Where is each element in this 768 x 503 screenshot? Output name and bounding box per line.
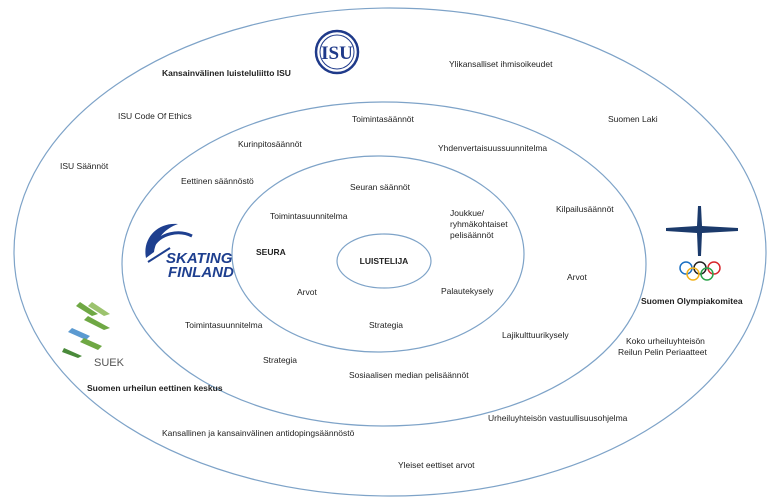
label-middle-strategy: Strategia [263,355,298,365]
middle-ring [121,101,647,427]
label-isu-rules: ISU Säännöt [60,161,109,171]
label-middle-action-plan: Toimintasuunnitelma [185,320,263,330]
label-culture-survey: Lajikulttuurikysely [502,330,569,340]
label-olympic-committee: Suomen Olympiakomitea [641,296,743,306]
label-isu: Kansainvälinen luisteluliitto ISU [162,68,291,78]
label-equality: Yhdenvertaisuussuunnitelma [438,143,548,153]
label-code-of-ethics: ISU Code Of Ethics [118,111,192,121]
skating-finland-logo: SKATING FINLAND [140,218,236,282]
label-inner-values: Arvot [297,287,317,297]
skating-finland-line2: FINLAND [168,264,234,281]
olympic-cross-logo [664,204,740,284]
label-finnish-law: Suomen Laki [608,114,658,124]
label-ethics-values: Yleiset eettiset arvot [398,460,475,470]
label-team-rules-2: ryhmäkohtaiset [450,219,508,229]
label-feedback: Palautekysely [441,286,494,296]
skating-finland-line1: SKATING [166,250,233,267]
label-team-rules-1: Joukkue/ [450,208,485,218]
label-middle-values: Arvot [567,272,587,282]
label-fair-play-1: Koko urheiluyhteisön [626,336,705,346]
suek-logo-text: SUEK [94,357,125,369]
label-human-rights: Ylikansalliset ihmisoikeudet [449,59,553,69]
label-discipline: Kurinpitosäännöt [238,139,302,149]
outer-ring [13,7,767,497]
label-inner-strategy: Strategia [369,320,404,330]
core-ring [336,233,432,289]
label-competition-rules: Kilpailusäännöt [556,204,614,214]
label-ethical-code: Eettinen säännöstö [181,176,254,186]
label-responsibility: Urheiluyhteisön vastuullisuusohjelma [488,413,628,423]
suek-logo: SUEK [62,298,128,370]
label-fair-play-2: Reilun Pelin Periaatteet [618,347,707,357]
label-inner-action-plan: Toimintasuunnitelma [270,211,348,221]
label-club-rules: Seuran säännöt [350,182,411,192]
label-operating-rules: Toimintasäännöt [352,114,414,124]
isu-logo-text: ISU [321,43,353,64]
label-club: SEURA [256,247,286,257]
inner-ring [231,155,525,353]
label-suek: Suomen urheilun eettinen keskus [87,383,223,393]
label-skater: LUISTELIJA [359,256,409,266]
label-social-media: Sosiaalisen median pelisäännöt [349,370,469,380]
isu-logo: ISU [314,29,360,75]
label-antidoping: Kansallinen ja kansainvälinen antidoping… [162,428,355,438]
label-team-rules-3: pelisäännöt [450,230,494,240]
